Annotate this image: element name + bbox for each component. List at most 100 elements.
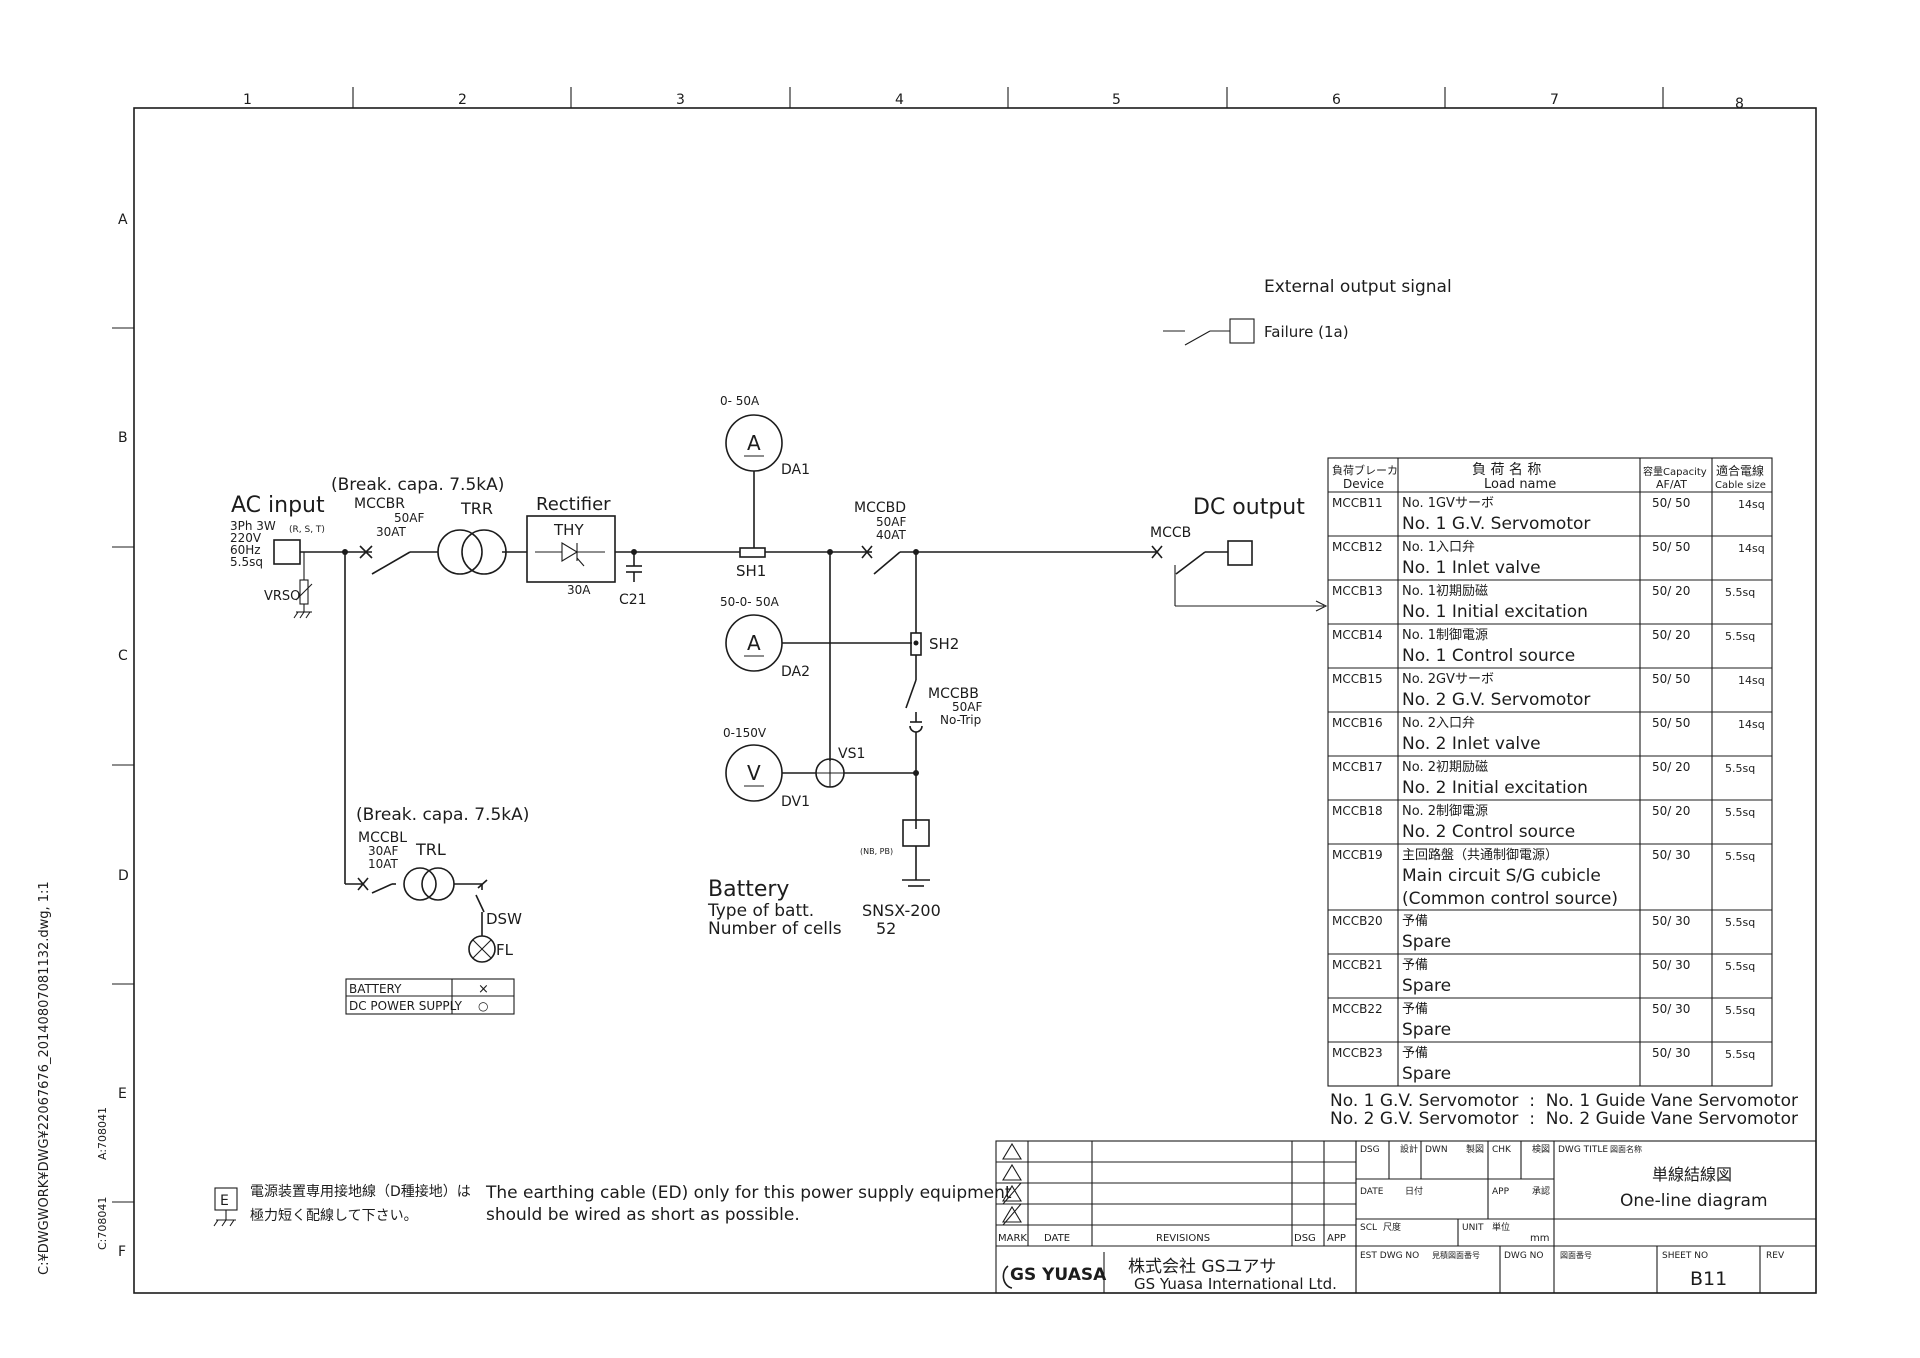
dc-output-terminal bbox=[1227, 540, 1253, 566]
load-name-jp: 予備 bbox=[1402, 957, 1428, 973]
col-label-7: 7 bbox=[1550, 92, 1559, 108]
mccbd-name: MCCBD bbox=[854, 500, 906, 516]
rev-app-header: APP bbox=[1327, 1233, 1346, 1244]
load-name-jp: No. 2GVサーボ bbox=[1402, 672, 1494, 687]
load-cable: 5.5sq bbox=[1725, 630, 1755, 643]
load-name-en: No. 2 Control source bbox=[1402, 822, 1575, 842]
load-cable: 5.5sq bbox=[1725, 960, 1755, 973]
trl-label: TRL bbox=[415, 840, 446, 859]
load-name-jp: 主回路盤（共通制御電源） bbox=[1402, 847, 1558, 863]
mccbl-name: MCCBL bbox=[358, 830, 407, 846]
load-device: MCCB17 bbox=[1332, 760, 1383, 774]
tb-est-dwg: EST DWG NO bbox=[1360, 1251, 1419, 1261]
col-label-6: 6 bbox=[1332, 92, 1341, 108]
c21-junction-dot bbox=[631, 549, 637, 555]
load-capacity: 50/ 30 bbox=[1652, 1046, 1690, 1060]
abbrev-line-1: No. 1 G.V. Servomotor : No. 1 Guide Vane… bbox=[1330, 1091, 1798, 1111]
file-path-label: C:¥DWGWORK¥DWG¥22067676_20140807081132.d… bbox=[37, 881, 52, 1275]
earth-ground-icon bbox=[213, 1210, 236, 1227]
load-name-en: Main circuit S/G cubicle bbox=[1402, 866, 1601, 886]
load-name-jp: No. 1制御電源 bbox=[1402, 628, 1488, 643]
mccbd-at: 40AT bbox=[876, 528, 907, 542]
vrso-surge-absorber bbox=[293, 551, 345, 619]
tb-scl-jp: 尺度 bbox=[1383, 1221, 1401, 1233]
drawing-title-en: One-line diagram bbox=[1620, 1191, 1768, 1211]
load-device: MCCB21 bbox=[1332, 958, 1383, 972]
mode-table bbox=[345, 978, 515, 1015]
load-name-en-2: (Common control source) bbox=[1402, 889, 1618, 909]
load-capacity: 50/ 30 bbox=[1652, 914, 1690, 928]
battery-type-value: SNSX-200 bbox=[862, 901, 941, 920]
load-cable: 5.5sq bbox=[1725, 1004, 1755, 1017]
mode-dc-label: DC POWER SUPPLY bbox=[349, 999, 463, 1013]
ac-spec-2: 220V bbox=[230, 531, 262, 545]
dc-mccb-label: MCCB bbox=[1150, 525, 1191, 541]
tb-app-jp: 承認 bbox=[1532, 1185, 1550, 1197]
earth-symbol-label: E bbox=[220, 1193, 229, 1209]
tb-unit-value: mm bbox=[1530, 1233, 1549, 1244]
col-label-5: 5 bbox=[1112, 92, 1121, 108]
sh1-shunt bbox=[739, 547, 766, 558]
load-name-jp: No. 1初期励磁 bbox=[1402, 584, 1488, 599]
load-table bbox=[1327, 457, 1773, 1087]
tb-est-dwg-jp: 見積図面番号 bbox=[1432, 1250, 1480, 1260]
tb-dwn-jp: 製図 bbox=[1466, 1143, 1484, 1155]
load-device: MCCB12 bbox=[1332, 540, 1383, 554]
load-cable: 14sq bbox=[1738, 674, 1765, 687]
ac-input-title: AC input bbox=[231, 493, 325, 518]
tb-rev: REV bbox=[1766, 1251, 1785, 1261]
tb-sheet-no: SHEET NO bbox=[1662, 1251, 1708, 1261]
mccbr-af: 50AF bbox=[394, 511, 424, 525]
mode-battery-mark: × bbox=[478, 982, 489, 997]
rectifier-title: Rectifier bbox=[536, 494, 611, 515]
load-cable: 5.5sq bbox=[1725, 850, 1755, 863]
col-label-8: 8 bbox=[1735, 96, 1744, 112]
da1-label: DA1 bbox=[781, 462, 810, 478]
rev-mark-header: MARK bbox=[998, 1233, 1027, 1244]
mccbr-at: 30AT bbox=[376, 525, 407, 539]
load-capacity: 50/ 30 bbox=[1652, 958, 1690, 972]
dv1-glyph: V bbox=[747, 761, 761, 785]
da2-label: DA2 bbox=[781, 664, 810, 680]
tb-dwg-title: DWG TITLE bbox=[1558, 1145, 1608, 1155]
da2-range: 50-0- 50A bbox=[720, 595, 780, 609]
side-code-a: A:708041 bbox=[96, 1107, 109, 1160]
mode-battery-label: BATTERY bbox=[349, 982, 402, 996]
dsw-label: DSW bbox=[486, 910, 522, 928]
tb-chk-jp: 検図 bbox=[1532, 1143, 1550, 1155]
load-name-jp: No. 2入口弁 bbox=[1402, 716, 1475, 731]
load-header-load-jp: 負 荷 名 称 bbox=[1472, 462, 1541, 478]
load-name-jp: No. 2制御電源 bbox=[1402, 804, 1488, 819]
load-capacity: 50/ 20 bbox=[1652, 760, 1690, 774]
mccbl-breaker-symbol bbox=[357, 877, 396, 894]
company-name-jp: 株式会社 GSユアサ bbox=[1128, 1257, 1276, 1277]
earth-note-en-2: should be wired as short as possible. bbox=[486, 1205, 800, 1225]
earth-note-en-1: The earthing cable (ED) only for this po… bbox=[485, 1183, 1012, 1203]
failure-contact-symbol bbox=[1163, 318, 1255, 346]
battery-title: Battery bbox=[708, 877, 789, 902]
mccbl-af: 30AF bbox=[368, 844, 398, 858]
nbpb-label: (NB, PB) bbox=[860, 847, 893, 856]
battery-cells-label: Number of cells bbox=[708, 919, 842, 939]
company-name-en: GS Yuasa International Ltd. bbox=[1134, 1275, 1337, 1293]
load-capacity: 50/ 30 bbox=[1652, 848, 1690, 862]
sh2-label: SH2 bbox=[929, 635, 959, 653]
load-name-en: Spare bbox=[1402, 1020, 1451, 1040]
load-cable: 5.5sq bbox=[1725, 762, 1755, 775]
load-device: MCCB18 bbox=[1332, 804, 1383, 818]
col-label-1: 1 bbox=[243, 92, 252, 108]
load-name-jp: No. 2初期励磁 bbox=[1402, 760, 1488, 775]
fl-label: FL bbox=[496, 941, 514, 959]
sh1-label: SH1 bbox=[736, 562, 766, 580]
mccbr-capacity: (Break. capa. 7.5kA) bbox=[331, 475, 504, 495]
load-header-cap-en: AF/AT bbox=[1656, 478, 1687, 491]
load-header-cap-jp: 容量Capacity bbox=[1643, 465, 1707, 478]
mccbb-af: 50AF bbox=[952, 700, 982, 714]
tb-chk: CHK bbox=[1492, 1145, 1512, 1155]
load-name-en: No. 1 G.V. Servomotor bbox=[1402, 514, 1590, 534]
load-device: MCCB13 bbox=[1332, 584, 1383, 598]
load-cable: 5.5sq bbox=[1725, 586, 1755, 599]
load-name-en: No. 2 Inlet valve bbox=[1402, 734, 1541, 754]
tb-scl: SCL bbox=[1360, 1223, 1377, 1233]
